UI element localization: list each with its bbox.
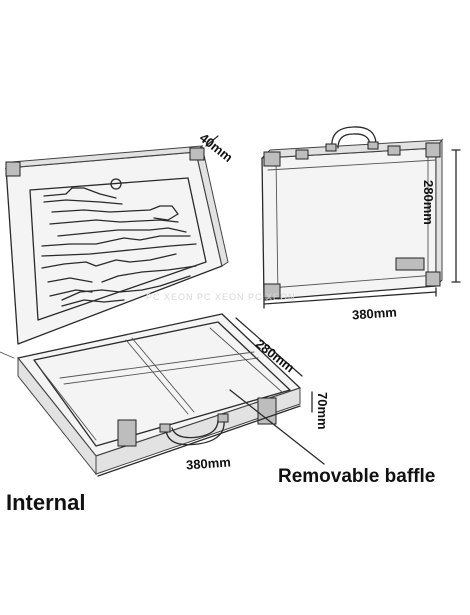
case-width-label: 380mm xyxy=(351,304,398,323)
watermark: PC XEON PC XEON PC XEON xyxy=(146,292,296,302)
removable-baffle-label: Removable baffle xyxy=(278,466,436,487)
tool-set xyxy=(41,178,197,307)
tray-height-label: 70mm xyxy=(315,392,330,430)
closed-case xyxy=(260,126,461,309)
open-case xyxy=(0,135,325,477)
tray-width-label: 380mm xyxy=(185,454,232,473)
case-height-label: 280mm xyxy=(421,180,436,225)
internal-label: Internal xyxy=(6,490,86,515)
